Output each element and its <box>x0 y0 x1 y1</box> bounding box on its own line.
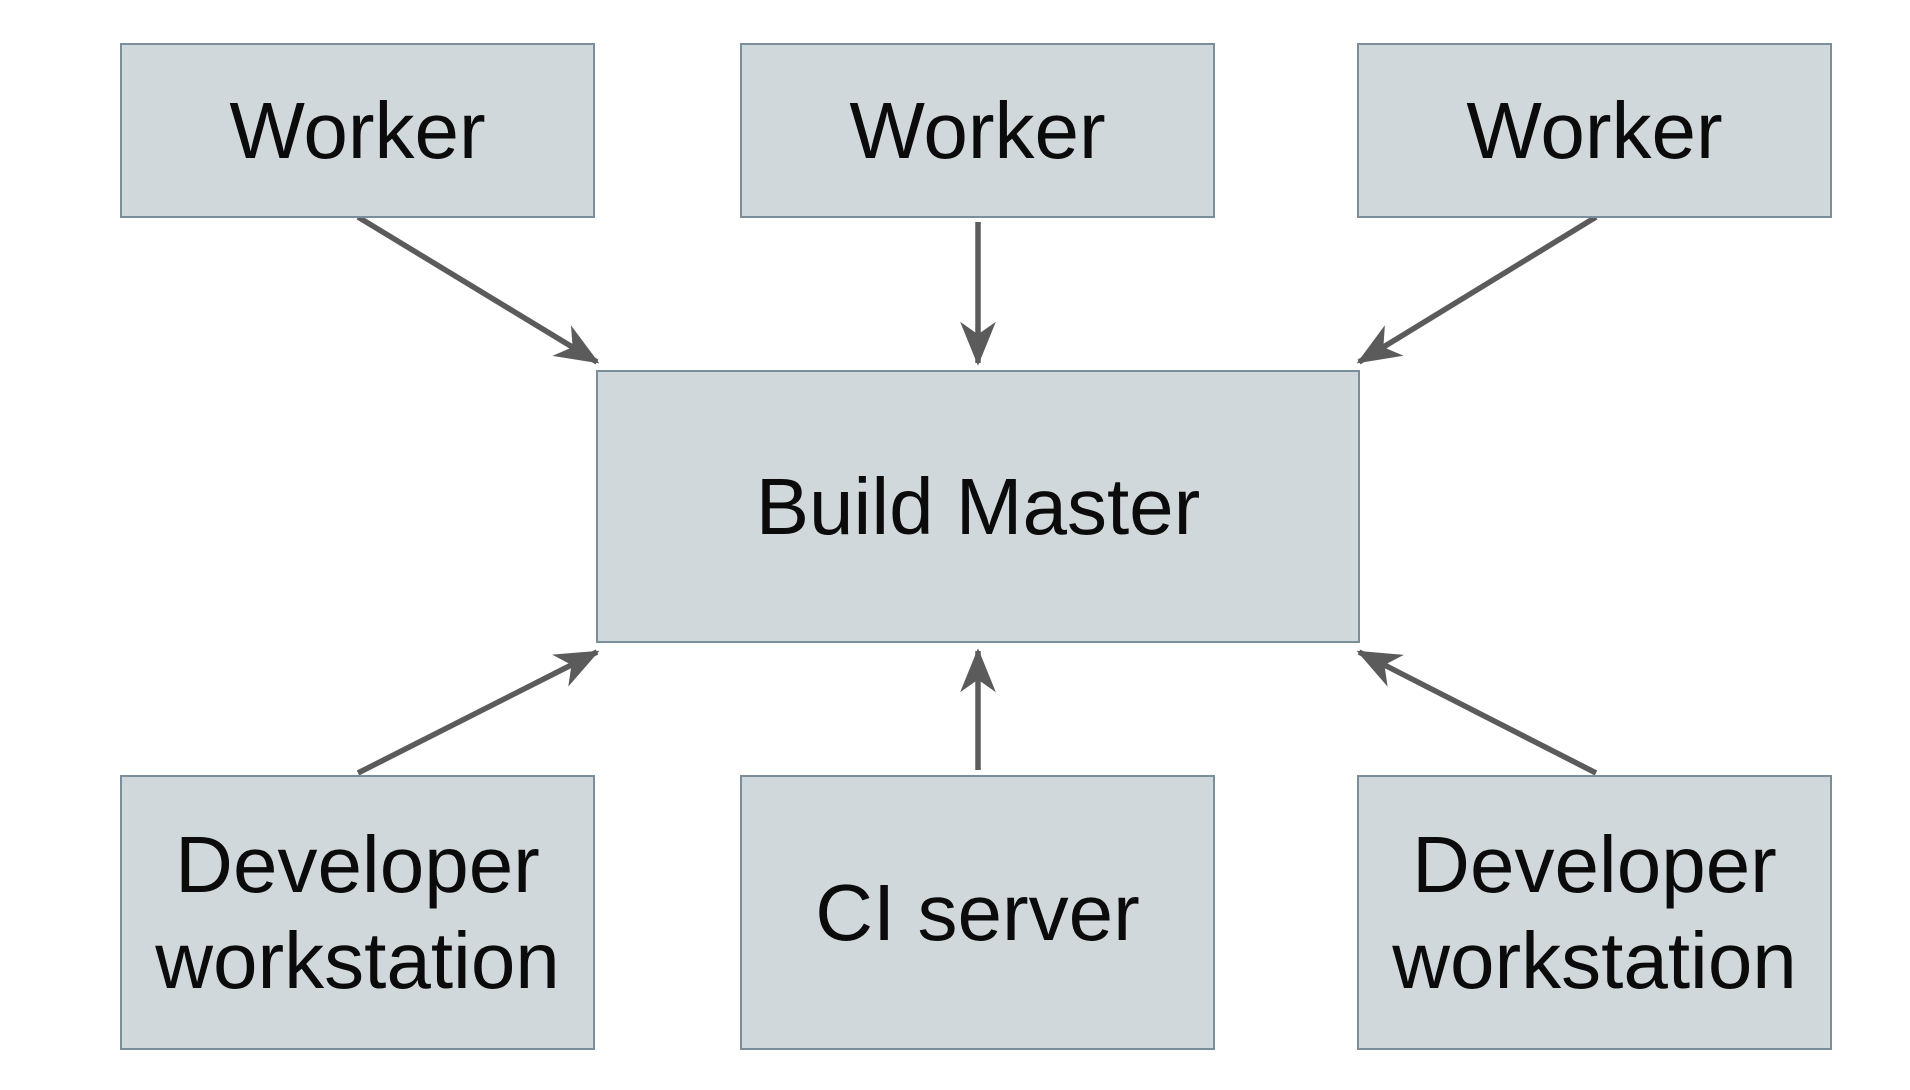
arrow-dev-ws1-to-build-master <box>356 649 600 776</box>
node-ci-server: CI server <box>740 775 1215 1050</box>
node-build-master: Build Master <box>596 370 1360 643</box>
node-worker-2-label: Worker <box>849 85 1106 175</box>
node-developer-workstation-1-label: Developer workstation <box>155 819 560 1005</box>
node-worker-3-label: Worker <box>1466 85 1723 175</box>
node-worker-3: Worker <box>1357 43 1832 218</box>
node-worker-1: Worker <box>120 43 595 218</box>
node-developer-workstation-1: Developer workstation <box>120 775 595 1050</box>
arrow-dev-ws2-to-build-master <box>1356 649 1598 776</box>
arrow-worker3-to-build-master <box>1356 214 1598 365</box>
node-worker-2: Worker <box>740 43 1215 218</box>
node-worker-1-label: Worker <box>229 85 486 175</box>
node-build-master-label: Build Master <box>755 461 1201 551</box>
node-developer-workstation-2: Developer workstation <box>1357 775 1832 1050</box>
node-developer-workstation-2-label: Developer workstation <box>1392 819 1797 1005</box>
arrow-worker1-to-build-master <box>356 214 600 365</box>
node-ci-server-label: CI server <box>815 867 1140 957</box>
